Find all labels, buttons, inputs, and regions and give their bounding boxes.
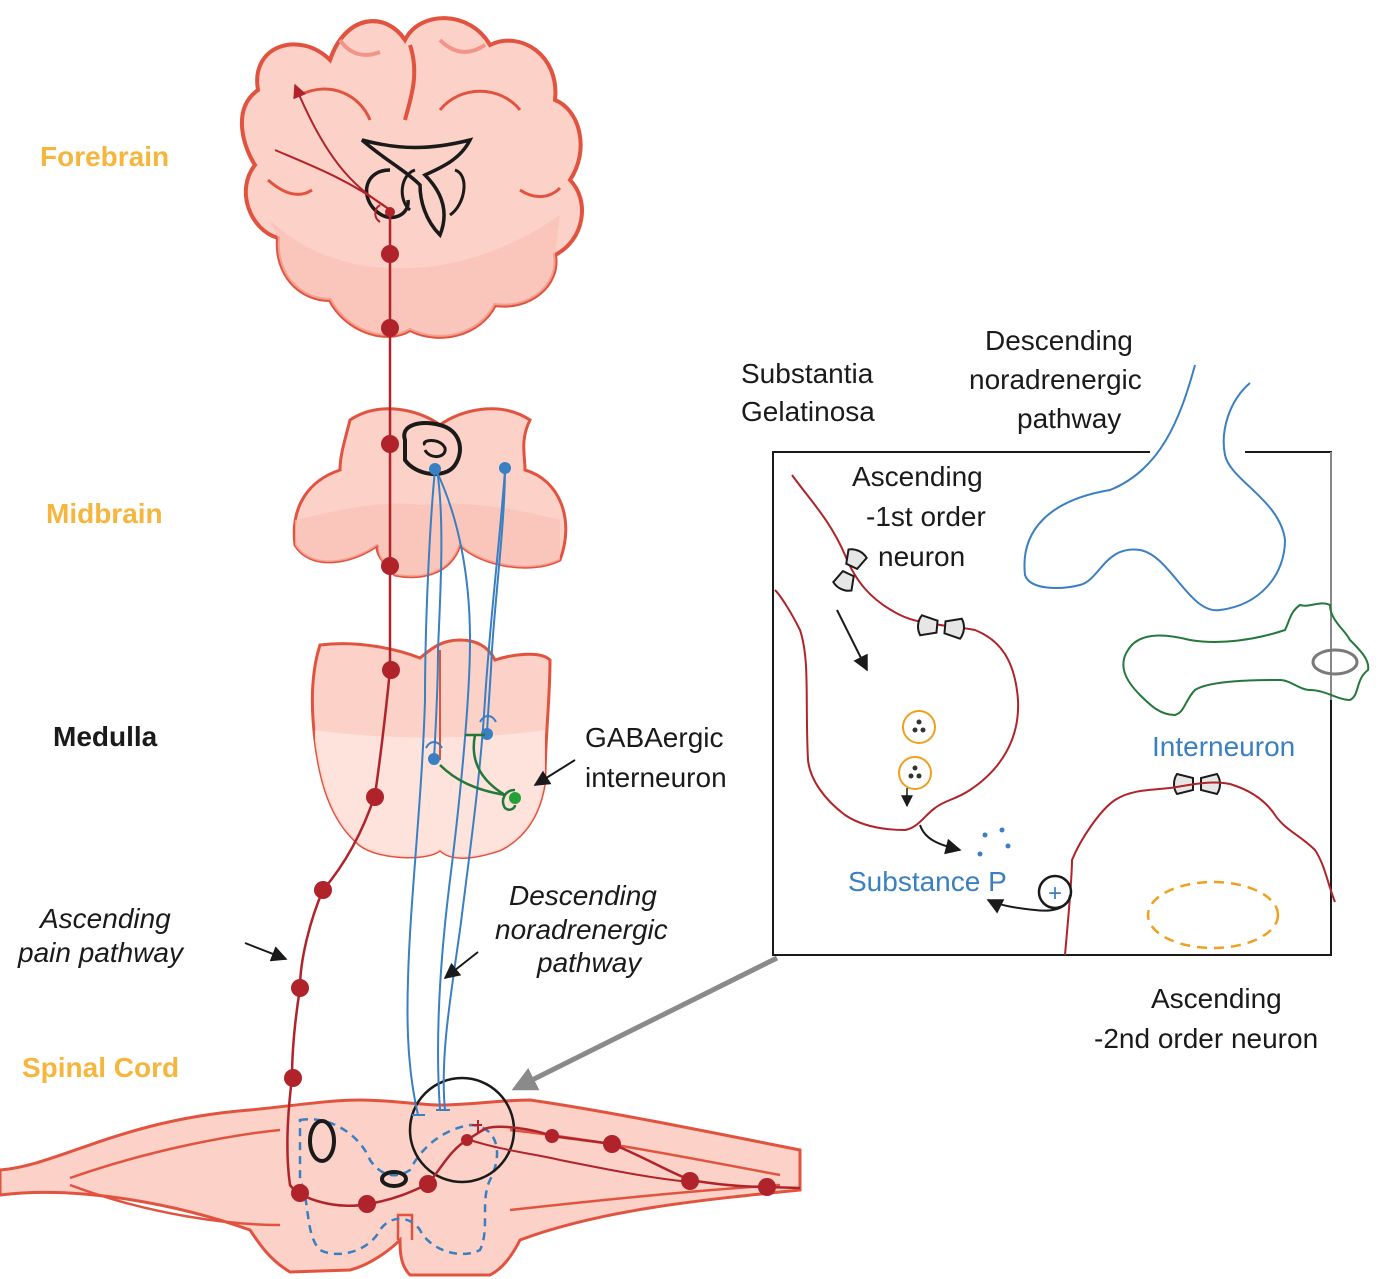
label-second-order-2: -2nd order neuron	[1094, 1023, 1318, 1054]
label-descending-1: Descending	[509, 880, 657, 911]
label-interneuron: Interneuron	[1152, 731, 1295, 762]
label-first-order-3: neuron	[878, 541, 965, 572]
label-descending-3: pathway	[536, 947, 643, 978]
pathway-node	[291, 979, 309, 997]
pathway-node	[382, 661, 400, 679]
label-medulla: Medulla	[53, 721, 158, 752]
label-second-order-1: Ascending	[1151, 983, 1282, 1014]
pathway-node	[291, 1184, 309, 1202]
spinal-cord-icon	[0, 1098, 802, 1277]
label-midbrain: Midbrain	[46, 498, 163, 529]
inset-panel	[772, 364, 1370, 956]
pathway-node	[381, 245, 399, 263]
label-gabaergic-1: GABAergic	[585, 722, 724, 753]
label-ascending-2: pain pathway	[17, 937, 185, 968]
pathway-node	[603, 1135, 621, 1153]
pathway-node	[681, 1172, 699, 1190]
medulla-illustration	[310, 638, 552, 859]
callout-arrows	[244, 759, 576, 979]
pathway-node	[381, 319, 399, 337]
pathway-node	[314, 881, 332, 899]
label-inset-desc-1: Descending	[985, 325, 1133, 356]
label-first-order-1: Ascending	[852, 461, 983, 492]
synapse-icon	[832, 548, 1221, 796]
forebrain-illustration	[239, 16, 584, 339]
label-substance-p: Substance P	[848, 866, 1007, 897]
label-substantia-1: Substantia	[741, 358, 874, 389]
pathway-node	[284, 1069, 302, 1087]
pathway-node	[461, 1134, 473, 1146]
pathway-node	[366, 788, 384, 806]
pathway-node	[381, 557, 399, 575]
pathway-node	[758, 1178, 776, 1196]
label-first-order-2: -1st order	[866, 501, 986, 532]
pathway-labels: GABAergic interneuron Ascending pain pat…	[17, 722, 727, 978]
zoom-arrow	[511, 955, 779, 1091]
midbrain-illustration	[292, 407, 568, 579]
ascending-pain-pathway	[284, 212, 801, 1213]
inset-labels: Substantia Gelatinosa Descending noradre…	[741, 325, 1318, 1054]
label-ascending-1: Ascending	[38, 903, 171, 934]
label-gabaergic-2: interneuron	[585, 762, 727, 793]
pathway-node	[358, 1195, 376, 1213]
pathway-node	[545, 1129, 559, 1143]
region-labels: Forebrain Midbrain Medulla Spinal Cord	[22, 141, 179, 1083]
label-inset-desc-2: noradrenergic	[969, 364, 1142, 395]
label-substantia-2: Gelatinosa	[741, 396, 875, 427]
gabaergic-interneuron	[439, 733, 521, 811]
zoom-circle	[408, 1076, 516, 1184]
pathway-node	[419, 1175, 437, 1193]
pathway-node	[381, 435, 399, 453]
label-spinal-cord: Spinal Cord	[22, 1052, 179, 1083]
label-plus: +	[1048, 880, 1062, 907]
spinal-cord-illustration	[0, 1076, 802, 1277]
descending-noradrenergic-pathway	[406, 462, 511, 1116]
label-descending-2: noradrenergic	[495, 914, 668, 945]
vesicle-icon	[898, 710, 936, 790]
label-forebrain: Forebrain	[40, 141, 169, 172]
label-inset-desc-3: pathway	[1017, 403, 1121, 434]
